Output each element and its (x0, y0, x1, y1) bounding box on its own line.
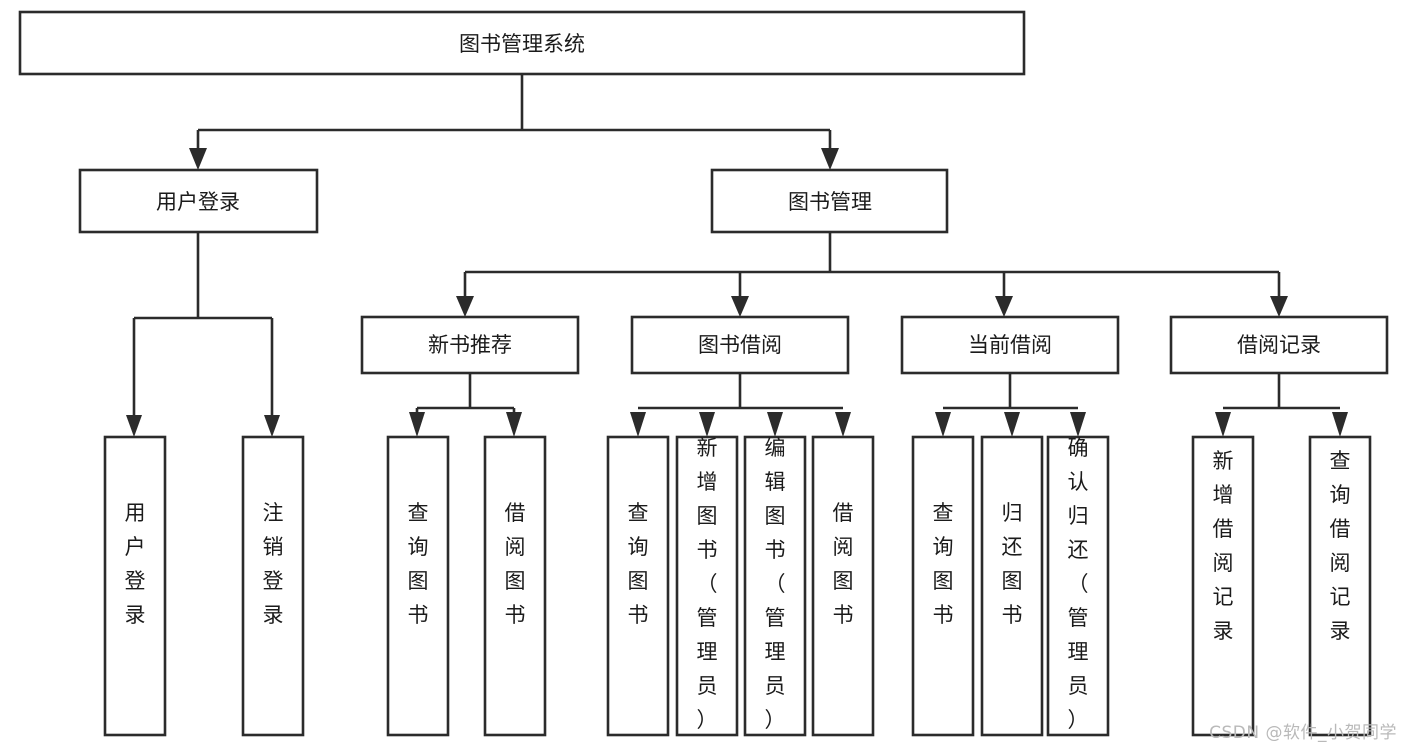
node-user-login[interactable]: 用户登录 (78, 168, 319, 234)
node-borrow-record-box (1169, 315, 1389, 375)
arrowhead-bookmgmt-c3 (995, 296, 1013, 317)
connector-group-currentborrow (935, 373, 1086, 437)
arrowhead-borrowrecord-leaf2 (1332, 412, 1348, 437)
connector-group-borrowrecord (1215, 373, 1348, 437)
arrowhead-borrowrecord-leaf1 (1215, 412, 1231, 437)
node-book-management[interactable]: 图书管理 (710, 168, 949, 234)
node-current-borrow[interactable]: 当前借阅 (900, 315, 1120, 375)
arrowhead-bookborrow-leaf2 (699, 412, 715, 437)
leaf-book-borrow-1-box (606, 435, 670, 737)
node-current-borrow-label: 当前借阅 (968, 333, 1052, 357)
leaf-node-borrow-record-2[interactable]: 查询借阅记录 (1308, 435, 1372, 737)
node-root-label: 图书管理系统 (459, 32, 585, 56)
arrowhead-currentborrow-leaf2 (1004, 412, 1020, 437)
leaf-node-current-borrow-1[interactable]: 查询图书 (911, 435, 975, 737)
leaf-book-borrow-1-label: 查询图书 (628, 501, 649, 627)
leaf-book-borrow-4-label: 借阅图书 (833, 501, 854, 627)
arrowhead-userlogin-leaf1 (126, 415, 142, 437)
leaf-new-book-2-label: 借阅图书 (505, 501, 526, 627)
leaf-node-new-book-1[interactable]: 查询图书 (386, 435, 450, 737)
node-new-book-recommend[interactable]: 新书推荐 (360, 315, 580, 375)
watermark-text: CSDN @软件_小贺同学 (1209, 723, 1397, 743)
node-root[interactable]: 图书管理系统 (18, 10, 1026, 76)
leaf-user-login-1-box (103, 435, 167, 737)
leaf-current-borrow-2-box (980, 435, 1044, 737)
leaf-current-borrow-1-label: 查询图书 (933, 501, 954, 627)
leaf-node-current-borrow-3[interactable]: 确认归还（管理员） (1046, 435, 1110, 737)
leaf-borrow-record-1-box (1191, 435, 1255, 737)
leaf-node-book-borrow-1[interactable]: 查询图书 (606, 435, 670, 737)
leaf-node-book-borrow-2[interactable]: 新增图书（管理员） (675, 435, 739, 737)
leaf-node-new-book-2[interactable]: 借阅图书 (483, 435, 547, 737)
arrowhead-root-userlogin (189, 148, 207, 170)
node-user-login-label: 用户登录 (156, 190, 240, 214)
leaf-new-book-1-label: 查询图书 (408, 501, 429, 627)
arrowhead-bookborrow-leaf4 (835, 412, 851, 437)
leaf-new-book-1-box (386, 435, 450, 737)
node-user-login-box (78, 168, 319, 234)
node-new-book-recommend-box (360, 315, 580, 375)
leaf-node-book-borrow-3[interactable]: 编辑图书（管理员） (743, 435, 807, 737)
leaf-user-login-2-box (241, 435, 305, 737)
node-book-borrow[interactable]: 图书借阅 (630, 315, 850, 375)
arrowhead-bookborrow-leaf3 (767, 412, 783, 437)
leaf-book-borrow-3-box (743, 435, 807, 737)
leaf-new-book-2-box (483, 435, 547, 737)
node-borrow-record-label: 借阅记录 (1237, 333, 1321, 357)
arrowhead-currentborrow-leaf1 (935, 412, 951, 437)
node-book-borrow-box (630, 315, 850, 375)
leaf-book-borrow-4-box (811, 435, 875, 737)
arrowhead-userlogin-leaf2 (264, 415, 280, 437)
arrowhead-newbook-leaf2 (506, 412, 522, 437)
leaf-current-borrow-2-label: 归还图书 (1002, 501, 1023, 627)
leaf-book-borrow-3-label: 编辑图书（管理员） (765, 436, 786, 732)
leaf-node-user-login-1[interactable]: 用户登录 (103, 435, 167, 737)
arrowhead-newbook-leaf1 (409, 412, 425, 437)
leaf-current-borrow-1-box (911, 435, 975, 737)
leaf-node-book-borrow-4[interactable]: 借阅图书 (811, 435, 875, 737)
node-new-book-recommend-label: 新书推荐 (428, 333, 512, 357)
arrowhead-currentborrow-leaf3 (1070, 412, 1086, 437)
leaf-borrow-record-2-label: 查询借阅记录 (1330, 449, 1351, 643)
leaf-user-login-1-label: 用户登录 (125, 501, 146, 627)
node-book-management-box (710, 168, 949, 234)
arrowhead-bookmgmt-c2 (731, 296, 749, 317)
arrowhead-bookmgmt-c1 (456, 296, 474, 317)
leaf-node-user-login-2[interactable]: 注销登录 (241, 435, 305, 737)
connector-group-root (189, 74, 839, 170)
connector-group-bookborrow (630, 373, 851, 437)
leaf-node-current-borrow-2[interactable]: 归还图书 (980, 435, 1044, 737)
leaf-user-login-2-label: 注销登录 (263, 501, 284, 627)
leaf-book-borrow-2-label: 新增图书（管理员） (697, 436, 718, 732)
leaf-node-borrow-record-1[interactable]: 新增借阅记录 (1191, 435, 1255, 737)
connector-group-userlogin (126, 232, 280, 437)
node-root-box (18, 10, 1026, 76)
node-book-management-label: 图书管理 (788, 190, 872, 214)
leaf-current-borrow-3-box (1046, 435, 1110, 737)
connector-group-bookmgmt (456, 232, 1288, 317)
connector-group-newbook (409, 373, 522, 437)
leaf-book-borrow-2-box (675, 435, 739, 737)
leaf-borrow-record-1-label: 新增借阅记录 (1213, 449, 1234, 643)
node-book-borrow-label: 图书借阅 (698, 333, 782, 357)
node-current-borrow-box (900, 315, 1120, 375)
node-borrow-record[interactable]: 借阅记录 (1169, 315, 1389, 375)
arrowhead-bookmgmt-c4 (1270, 296, 1288, 317)
leaf-borrow-record-2-box (1308, 435, 1372, 737)
leaf-current-borrow-3-label: 确认归还（管理员） (1068, 436, 1089, 732)
arrowhead-root-bookmgmt (821, 148, 839, 170)
arrowhead-bookborrow-leaf1 (630, 412, 646, 437)
